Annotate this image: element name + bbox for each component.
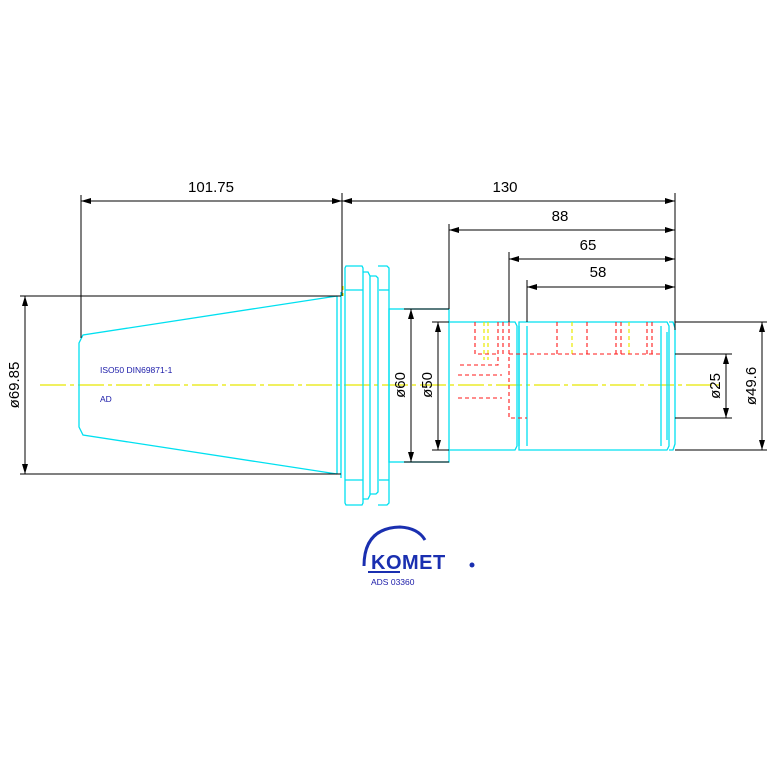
- dim-dia-60: ø60: [392, 372, 409, 398]
- komet-wordmark: KOMET: [371, 552, 446, 574]
- dim-overall-length: 130: [492, 179, 517, 196]
- komet-logo: KOMET: [362, 525, 475, 574]
- dim-dia-flange: ø69.85: [6, 362, 23, 409]
- dim-length-65: 65: [580, 237, 597, 254]
- part-number: ADS 03360: [371, 577, 415, 587]
- dim-dia-49-6: ø49.6: [743, 367, 760, 405]
- tool-outline: [78, 265, 676, 506]
- standard-note: ISO50 DIN69871-1: [100, 365, 173, 375]
- thread-marks: [342, 286, 630, 360]
- dimension-lines: [20, 193, 767, 475]
- dim-taper-length: 101.75: [188, 179, 234, 196]
- dim-dia-25: ø25: [707, 373, 724, 399]
- dim-dia-50: ø50: [419, 372, 436, 398]
- variant-note: AD: [100, 394, 112, 404]
- dim-length-88: 88: [552, 208, 569, 225]
- dim-length-58: 58: [590, 264, 607, 281]
- hidden-lines: [458, 322, 661, 419]
